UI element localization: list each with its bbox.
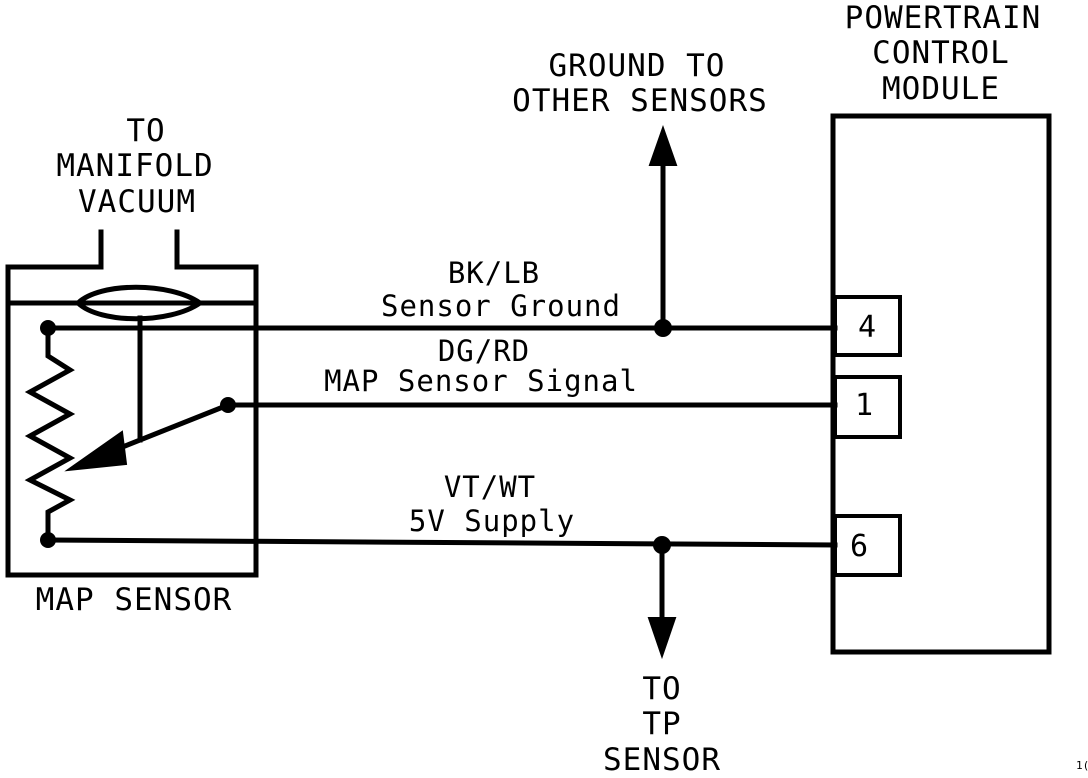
- pcm-label-line-1: POWERTRAIN: [845, 0, 1042, 36]
- arrow-up-icon: [648, 124, 678, 166]
- wire-supply-name: 5V Supply: [409, 504, 575, 538]
- vacuum-label-line-3: VACUUM: [78, 184, 196, 220]
- to-tp-label-line-2: TP: [642, 706, 681, 742]
- diaphragm-icon: [74, 284, 205, 322]
- vacuum-port: [5, 229, 259, 578]
- ground-to-other-label-line-2: OTHER SENSORS: [512, 83, 768, 119]
- pin-box-1: [833, 375, 902, 439]
- wire-ground-name: Sensor Ground: [381, 289, 621, 323]
- wire-signal-name: MAP Sensor Signal: [324, 364, 638, 398]
- arrow-down-icon: [647, 617, 677, 660]
- resistor-icon: [24, 325, 76, 543]
- corner-mark: 1(: [1076, 759, 1088, 772]
- vacuum-label-line-1: TO: [126, 113, 165, 149]
- to-tp-label-line-1: TO: [642, 671, 681, 707]
- junction-dot: [40, 532, 56, 548]
- pin-number-4: 4: [858, 310, 876, 345]
- pin-number-1: 1: [855, 388, 873, 423]
- pin-number-6: 6: [850, 529, 868, 564]
- pcm-box: [830, 113, 1052, 655]
- ground-to-other-label-line-1: GROUND TO: [549, 48, 726, 84]
- vacuum-label-line-2: MANIFOLD: [56, 148, 213, 184]
- wire-supply-color-code: VT/WT: [444, 470, 536, 504]
- wire-5v-supply: [45, 537, 838, 548]
- wiper-line: [116, 401, 232, 452]
- pin-box-6: [833, 514, 902, 577]
- pcm-label-line-2: CONTROL: [872, 35, 1010, 71]
- pin-box-4: [833, 295, 902, 357]
- pcm-label-line-3: MODULE: [882, 71, 1000, 107]
- wire-signal-color-code: DG/RD: [438, 334, 530, 368]
- junction-dot: [220, 397, 236, 413]
- map-sensor-label: MAP SENSOR: [36, 582, 233, 618]
- junction-dot: [40, 320, 56, 336]
- to-tp-label-line-3: SENSOR: [603, 742, 721, 778]
- vacuum-label: TO MANIFOLD VACUUM: [56, 113, 213, 220]
- wiper-arrow-icon: [64, 430, 128, 472]
- wire-ground-color-code: BK/LB: [448, 256, 540, 290]
